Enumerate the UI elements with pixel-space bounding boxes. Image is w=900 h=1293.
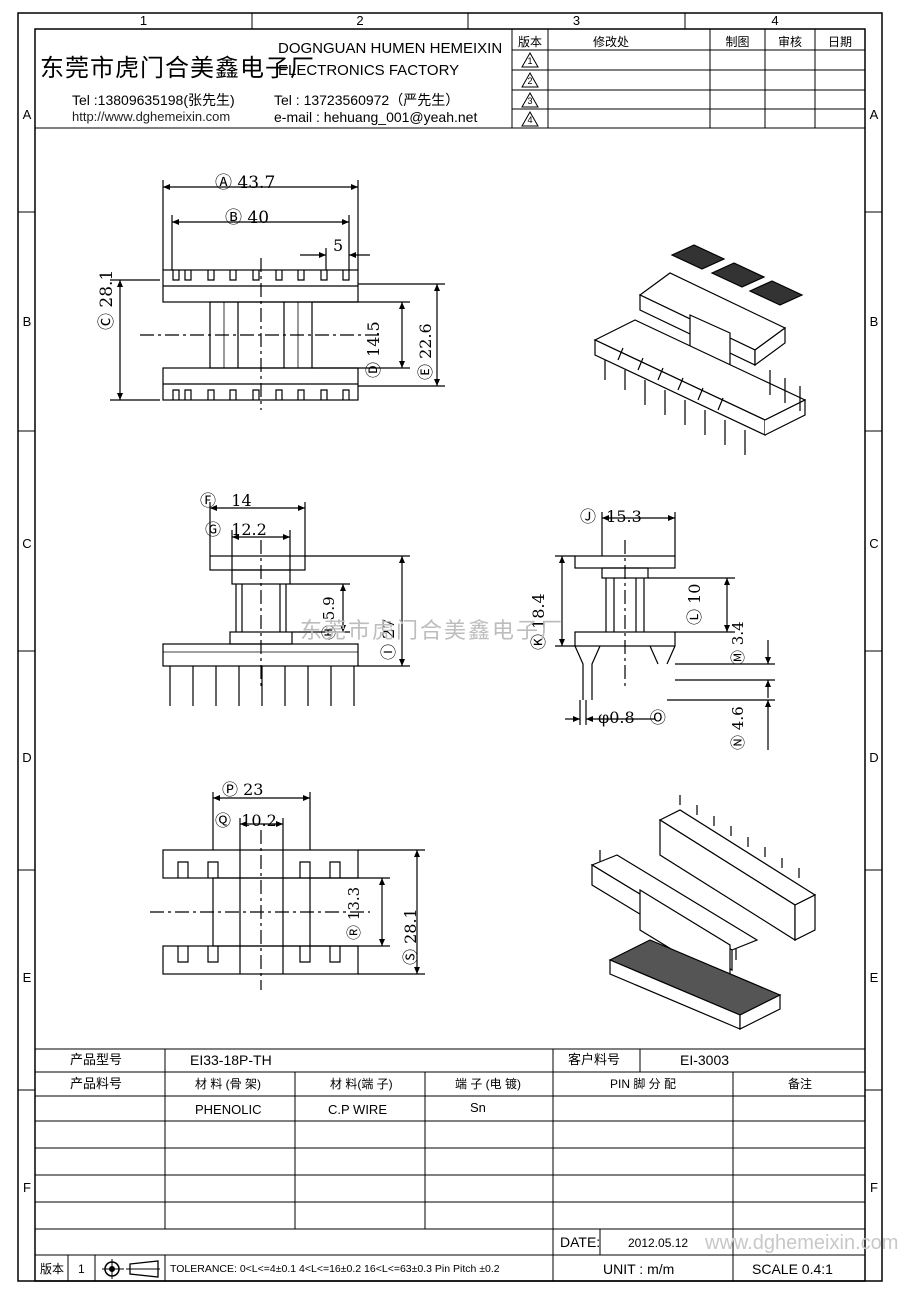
header-terminal-plating: 端 子 (电 镀)	[455, 1077, 521, 1091]
rev-header-change: 修改处	[592, 35, 629, 49]
revision-triangle-icon	[521, 111, 539, 127]
value-product-model: EI33-18P-TH	[190, 1052, 272, 1068]
tolerance-text: TOLERANCE: 0<L<=4±0.1 4<L<=16±0.2 16<L<=…	[170, 1263, 500, 1275]
company-name-en-line1: DOGNGUAN HUMEN HEMEIXIN	[278, 40, 503, 57]
zone-label-top-4: 4	[771, 13, 779, 28]
zone-label-left-d: D	[22, 750, 32, 765]
label-version: 版本	[40, 1262, 65, 1276]
header-material-frame: 材 料 (骨 架)	[195, 1077, 261, 1091]
side-view	[555, 512, 775, 750]
contact-tel-1: Tel :13809635198(张先生)	[72, 92, 235, 108]
label-date: DATE:	[560, 1234, 601, 1250]
dim-pitch: 5	[333, 236, 344, 255]
dim-g: Ⓖ 12.2	[205, 520, 267, 539]
isometric-view-top	[593, 244, 807, 455]
zone-label-left-c: C	[22, 536, 32, 551]
rev-row-1: 1	[527, 56, 533, 66]
zone-label-right-a: A	[869, 107, 879, 122]
top-view	[110, 180, 445, 410]
dim-r: Ⓡ 13.3	[345, 886, 363, 940]
zone-label-left-f: F	[23, 1180, 31, 1195]
dim-m: Ⓜ 3.4	[729, 621, 747, 665]
dim-b: Ⓑ 40	[225, 208, 270, 228]
revision-triangle-icon	[521, 92, 539, 108]
contact-email[interactable]: e-mail : hehuang_001@yeah.net	[274, 109, 478, 125]
zone-label-right-e: E	[869, 970, 879, 985]
watermark-url: www.dghemeixin.com	[705, 1232, 899, 1254]
revision-triangle-icon	[521, 72, 539, 88]
value-date: 2012.05.12	[628, 1236, 689, 1250]
rev-header-version: 版本	[517, 35, 542, 49]
value-customer-part: EI-3003	[680, 1052, 730, 1068]
zone-label-right-b: B	[869, 314, 879, 329]
dim-l: Ⓛ 10	[685, 583, 704, 625]
dim-j: Ⓙ 15.3	[580, 507, 642, 526]
dim-s: Ⓢ 28.1	[401, 908, 420, 965]
front-view	[162, 502, 410, 706]
rev-header-checked: 审核	[777, 35, 802, 49]
dim-a: Ⓐ 43.7	[215, 173, 276, 193]
dim-e: Ⓔ 22.6	[416, 323, 435, 380]
zone-label-right-c: C	[869, 536, 879, 551]
rev-row-4: 4	[527, 115, 533, 125]
value-version: 1	[78, 1262, 85, 1276]
label-product-model: 产品型号	[70, 1052, 123, 1067]
company-name-en-line2: ELECTRONICS FACTORY	[278, 62, 460, 79]
zone-label-top-1: 1	[139, 13, 148, 28]
header-remarks: 备注	[788, 1077, 813, 1091]
isometric-view-bottom	[590, 795, 817, 1030]
dim-n: Ⓝ 4.6	[729, 706, 747, 750]
contact-tel-2: Tel : 13723560972（严先生）	[274, 92, 460, 108]
rev-header-drawn: 制图	[725, 35, 750, 49]
revision-triangle-icon	[521, 52, 539, 68]
label-product-part: 产品料号	[70, 1076, 123, 1091]
website-link[interactable]: http://www.dghemeixin.com	[72, 109, 231, 124]
dim-c: Ⓒ 28.1	[97, 269, 117, 330]
zone-label-right-d: D	[869, 750, 879, 765]
unit-text: UNIT : m/m	[603, 1261, 675, 1277]
zone-label-left-b: B	[22, 314, 32, 329]
scale-text: SCALE 0.4:1	[752, 1261, 833, 1277]
dim-f: Ⓕ 14	[200, 491, 252, 510]
value-material-terminal: C.P WIRE	[328, 1102, 387, 1117]
header-pin-assignment: PIN 脚 分 配	[610, 1077, 677, 1091]
zone-label-top-3: 3	[572, 13, 581, 28]
zone-label-left-a: A	[22, 107, 32, 122]
dim-d: Ⓓ 14.5	[364, 321, 383, 378]
dim-o: φ0.8 Ⓞ	[598, 708, 666, 727]
label-customer-part: 客户料号	[568, 1052, 621, 1067]
watermark-text: 东莞市虎门合美鑫电子厂	[300, 618, 565, 643]
zone-label-top-2: 2	[356, 13, 364, 28]
rev-row-3: 3	[527, 96, 533, 106]
dim-p: Ⓟ 23	[222, 780, 264, 799]
rev-header-date: 日期	[827, 35, 852, 49]
value-material-frame: PHENOLIC	[195, 1102, 262, 1117]
bottom-view	[150, 792, 425, 990]
value-plating: Sn	[470, 1100, 486, 1115]
header-material-terminal: 材 料(端 子)	[330, 1077, 393, 1091]
rev-row-2: 2	[527, 76, 533, 86]
projection-symbol-icon	[102, 1259, 160, 1279]
dim-q: Ⓠ 10.2	[215, 811, 277, 830]
zone-label-right-f: F	[870, 1180, 878, 1195]
company-name-cn: 东莞市虎门合美鑫电子厂	[40, 54, 315, 82]
zone-label-left-e: E	[22, 970, 32, 985]
